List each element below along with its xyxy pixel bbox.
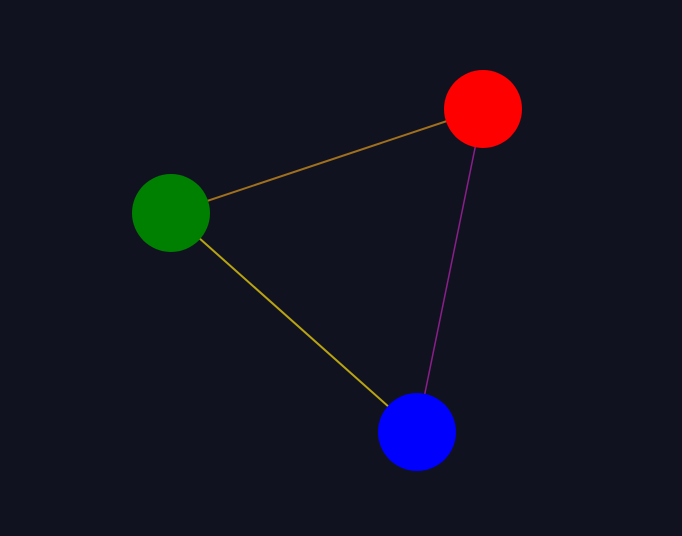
node-green[interactable] [132, 174, 210, 252]
edge-green-red [170, 108, 484, 214]
node-red[interactable] [444, 70, 522, 148]
edges-layer [170, 108, 484, 433]
edge-green-blue [170, 212, 418, 433]
node-blue[interactable] [378, 393, 456, 471]
nodes-layer [132, 70, 522, 471]
edge-red-blue [416, 108, 484, 433]
